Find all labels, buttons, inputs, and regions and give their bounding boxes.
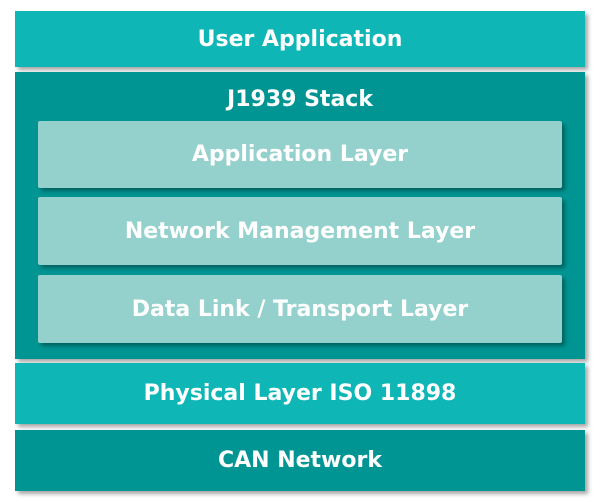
- data-link-transport-layer: Data Link / Transport Layer: [38, 275, 562, 343]
- can-network-layer: CAN Network: [15, 430, 585, 491]
- network-management-layer-label: Network Management Layer: [124, 218, 476, 244]
- network-management-layer: Network Management Layer: [38, 197, 562, 265]
- can-network-label: CAN Network: [217, 448, 382, 473]
- physical-layer: Physical Layer ISO 11898: [15, 363, 585, 424]
- user-application-layer: User Application: [15, 11, 585, 67]
- user-application-label: User Application: [197, 26, 403, 52]
- data-link-transport-layer-label: Data Link / Transport Layer: [131, 296, 469, 322]
- application-layer: Application Layer: [38, 121, 562, 188]
- application-layer-label: Application Layer: [191, 142, 409, 167]
- j1939-stack-label: J1939 Stack: [227, 87, 373, 112]
- physical-layer-label: Physical Layer ISO 11898: [143, 381, 457, 406]
